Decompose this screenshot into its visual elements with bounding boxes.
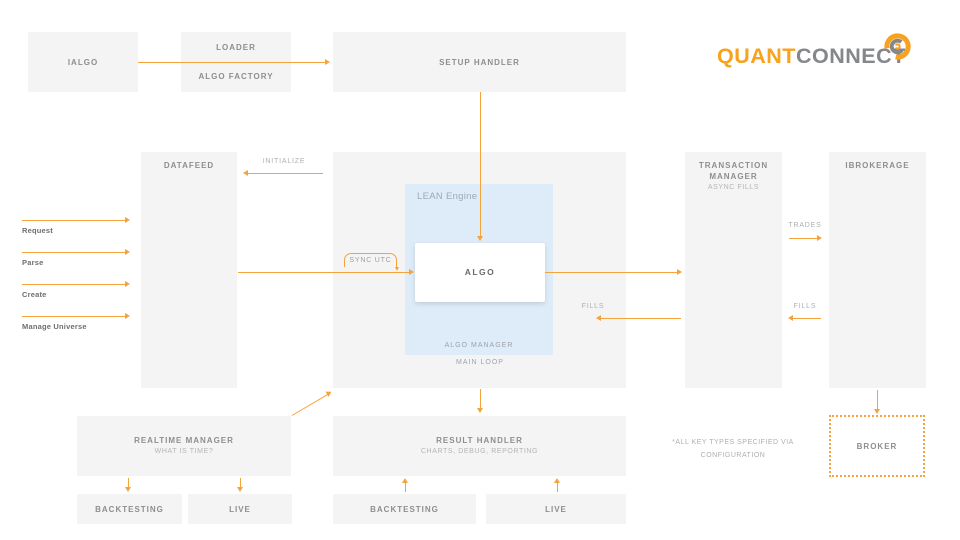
arrow-manage-universe — [22, 313, 130, 319]
arrow-ibrokerage-to-broker — [874, 390, 880, 414]
setup-handler-title: SETUP HANDLER — [439, 57, 520, 67]
arrow-algo-to-transaction-manager — [545, 269, 682, 275]
box-transaction-manager: TRANSACTION MANAGER ASYNC FILLS — [685, 152, 782, 388]
loader-label: LOADER — [216, 43, 256, 52]
lean-engine-label: LEAN Engine — [417, 191, 478, 202]
logo-text-quant: QUANT — [717, 44, 796, 68]
arrow-realtime-to-main-loop — [291, 393, 329, 416]
arrow-initialize — [243, 170, 323, 176]
realtime-manager-subtitle: WHAT IS TIME? — [154, 448, 214, 455]
box-ialgo: IALGO — [28, 32, 138, 92]
backtesting-center-title: BACKTESTING — [370, 504, 439, 514]
arrow-ialgo-to-setup-handler — [138, 59, 330, 65]
fills-right-label: FILLS — [793, 303, 817, 310]
arrow-main-to-result-handler — [477, 389, 483, 413]
quantconnect-swirl-icon — [884, 33, 911, 60]
arrow-create — [22, 281, 130, 287]
algo-title: ALGO — [464, 267, 496, 277]
box-datafeed: DATAFEED — [141, 152, 237, 388]
algo-manager-label: ALGO MANAGER — [444, 342, 514, 349]
backtesting-left-title: BACKTESTING — [95, 504, 164, 514]
main-loop-label: MAIN LOOP — [456, 359, 504, 366]
request-label: Request — [22, 226, 53, 235]
arrow-fills-center — [596, 315, 681, 321]
datafeed-title: DATAFEED — [163, 161, 215, 170]
trades-label: TRADES — [788, 222, 822, 229]
transaction-manager-title: TRANSACTION MANAGER — [698, 161, 769, 181]
box-ibrokerage: IBROKERAGE — [829, 152, 926, 388]
live-left-title: LIVE — [229, 504, 251, 514]
sync-utc-label: SYNC UTC — [349, 257, 392, 264]
ialgo-title: IALGO — [67, 57, 99, 67]
configuration-note: *ALL KEY TYPES SPECIFIED VIA CONFIGURATI… — [638, 436, 828, 462]
arrow-fills-right — [788, 315, 821, 321]
box-live-center: LIVE — [486, 494, 626, 524]
arrow-setup-to-algo — [477, 92, 483, 241]
algo-factory-label: ALGO FACTORY — [198, 72, 274, 81]
parse-label: Parse — [22, 258, 44, 267]
box-backtesting-left: BACKTESTING — [77, 494, 182, 524]
box-realtime-manager: REALTIME MANAGER WHAT IS TIME? — [77, 416, 291, 476]
manage-universe-label: Manage Universe — [22, 322, 87, 331]
live-center-title: LIVE — [545, 504, 567, 514]
quantconnect-logo: QUANTCONNECT — [717, 33, 911, 69]
arrow-datafeed-to-algo — [238, 269, 414, 275]
box-algo: ALGO — [415, 243, 545, 302]
note-line1: *ALL KEY TYPES SPECIFIED VIA — [672, 439, 794, 446]
transaction-manager-subtitle: ASYNC FILLS — [707, 184, 760, 191]
initialize-label: INITIALIZE — [262, 158, 306, 165]
arrow-trades — [789, 235, 822, 241]
realtime-manager-title: REALTIME MANAGER — [134, 436, 234, 445]
result-handler-title: RESULT HANDLER — [436, 436, 523, 445]
arrow-live-to-result — [554, 478, 560, 492]
arrow-backtesting-to-result — [402, 478, 408, 492]
result-handler-subtitle: CHARTS, DEBUG, REPORTING — [420, 448, 539, 455]
ibrokerage-title: IBROKERAGE — [845, 161, 910, 170]
broker-title: BROKER — [856, 441, 898, 451]
arrow-parse — [22, 249, 130, 255]
create-label: Create — [22, 290, 47, 299]
box-backtesting-center: BACKTESTING — [333, 494, 476, 524]
arrow-realtime-to-live — [237, 478, 243, 492]
box-result-handler: RESULT HANDLER CHARTS, DEBUG, REPORTING — [333, 416, 626, 476]
box-setup-handler: SETUP HANDLER — [333, 32, 626, 92]
box-live-left: LIVE — [188, 494, 292, 524]
note-line2: CONFIGURATION — [700, 452, 766, 459]
arrow-request — [22, 217, 130, 223]
sync-utc-loop: SYNC UTC — [344, 253, 399, 271]
arrow-realtime-to-backtesting — [125, 478, 131, 492]
fills-center-label: FILLS — [581, 303, 605, 310]
box-broker: BROKER — [829, 415, 925, 477]
